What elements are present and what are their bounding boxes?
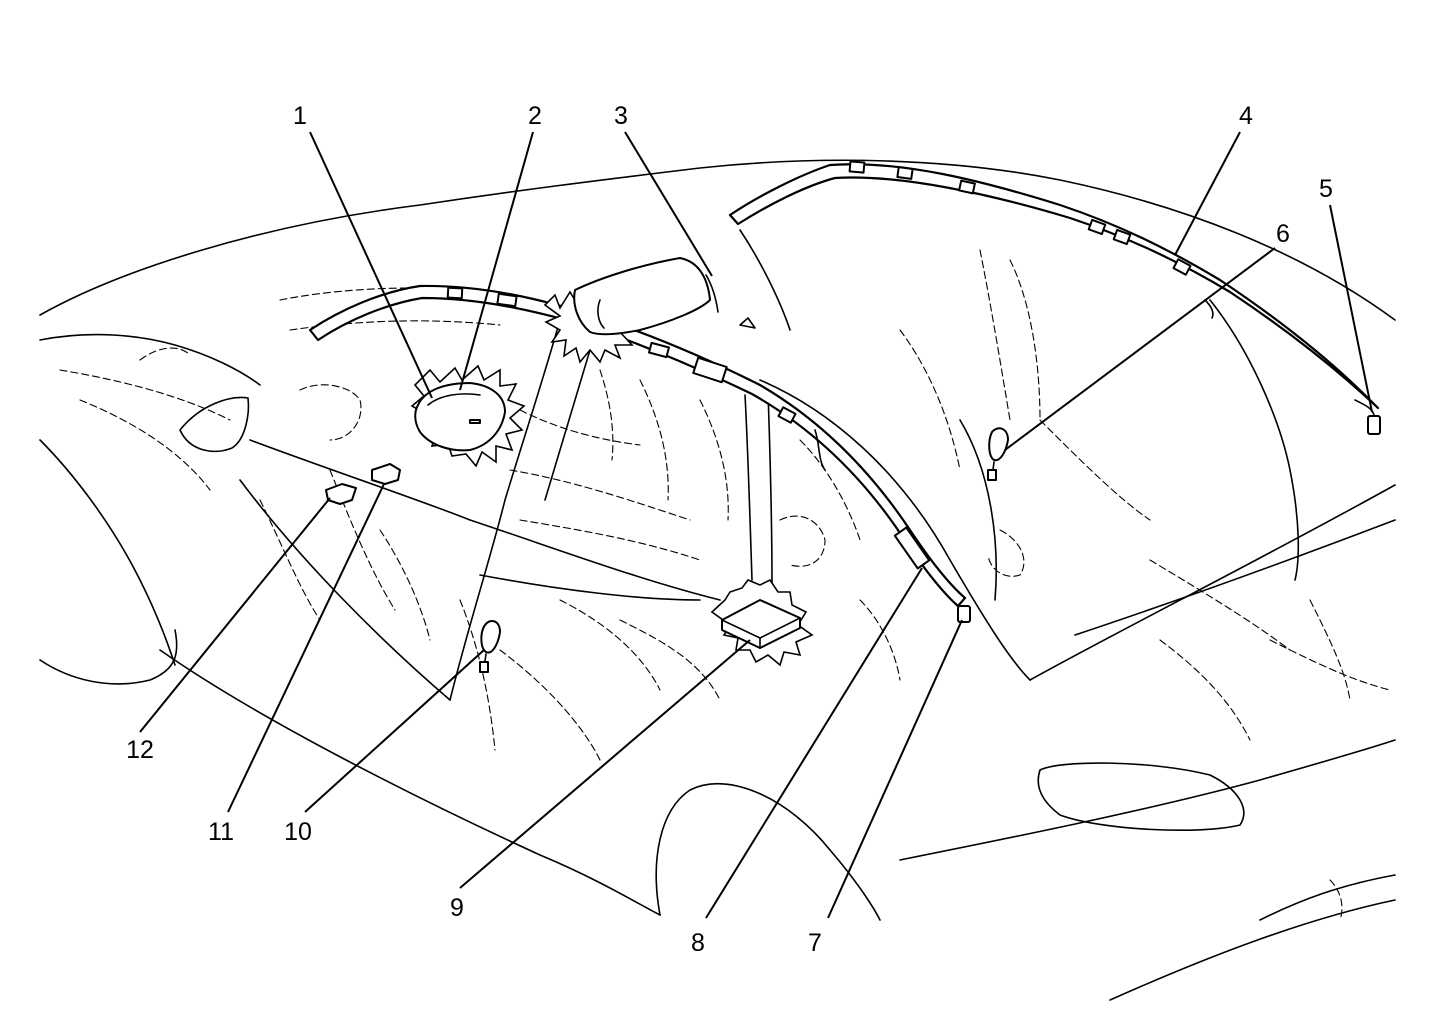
leader-line-10 — [304, 649, 485, 813]
callout-label-10: 10 — [284, 818, 312, 846]
callout-labels: 1 2 3 4 5 6 7 8 9 10 11 12 — [126, 102, 1333, 957]
roof-rail-airbag-left — [308, 284, 967, 608]
leader-line-11 — [227, 483, 385, 813]
leader-line-2 — [459, 131, 534, 391]
leader-line-8 — [705, 567, 923, 919]
leader-line-5 — [1329, 204, 1373, 413]
callout-label-1: 1 — [293, 102, 307, 130]
roof-rail-airbag-right-connector — [1354, 399, 1381, 435]
front-impact-sensor-right — [371, 463, 401, 485]
leader-line-6 — [1004, 247, 1276, 451]
callout-label-9: 9 — [450, 894, 464, 922]
leader-line-4 — [1174, 131, 1241, 256]
roof-rail-airbag-right — [728, 160, 1380, 410]
leader-line-7 — [827, 619, 963, 919]
steering-wheel-airbag — [410, 364, 526, 468]
callout-label-8: 8 — [691, 929, 705, 957]
callout-label-3: 3 — [614, 102, 628, 130]
side-impact-sensor-right — [987, 427, 1009, 481]
roof-rail-airbag-left-connector — [957, 605, 971, 623]
front-impact-sensor-left — [325, 483, 357, 505]
callout-label-6: 6 — [1276, 220, 1290, 248]
leader-lines — [139, 131, 1373, 919]
leader-line-12 — [139, 497, 331, 733]
callout-label-12: 12 — [126, 736, 154, 764]
leader-line-9 — [459, 639, 751, 889]
callout-label-2: 2 — [528, 102, 542, 130]
vehicle-body-outline — [39, 159, 1396, 1001]
leader-line-3 — [624, 131, 713, 277]
callout-label-11: 11 — [208, 818, 234, 846]
leader-line-1 — [309, 131, 433, 399]
side-impact-sensor-left — [479, 619, 501, 673]
passenger-airbag-module — [543, 257, 756, 364]
callout-label-7: 7 — [808, 929, 822, 957]
vehicle-interior-detail — [59, 249, 1391, 921]
sensing-diagnostic-module — [710, 578, 814, 667]
callout-label-4: 4 — [1239, 102, 1253, 130]
callout-label-5: 5 — [1319, 175, 1333, 203]
